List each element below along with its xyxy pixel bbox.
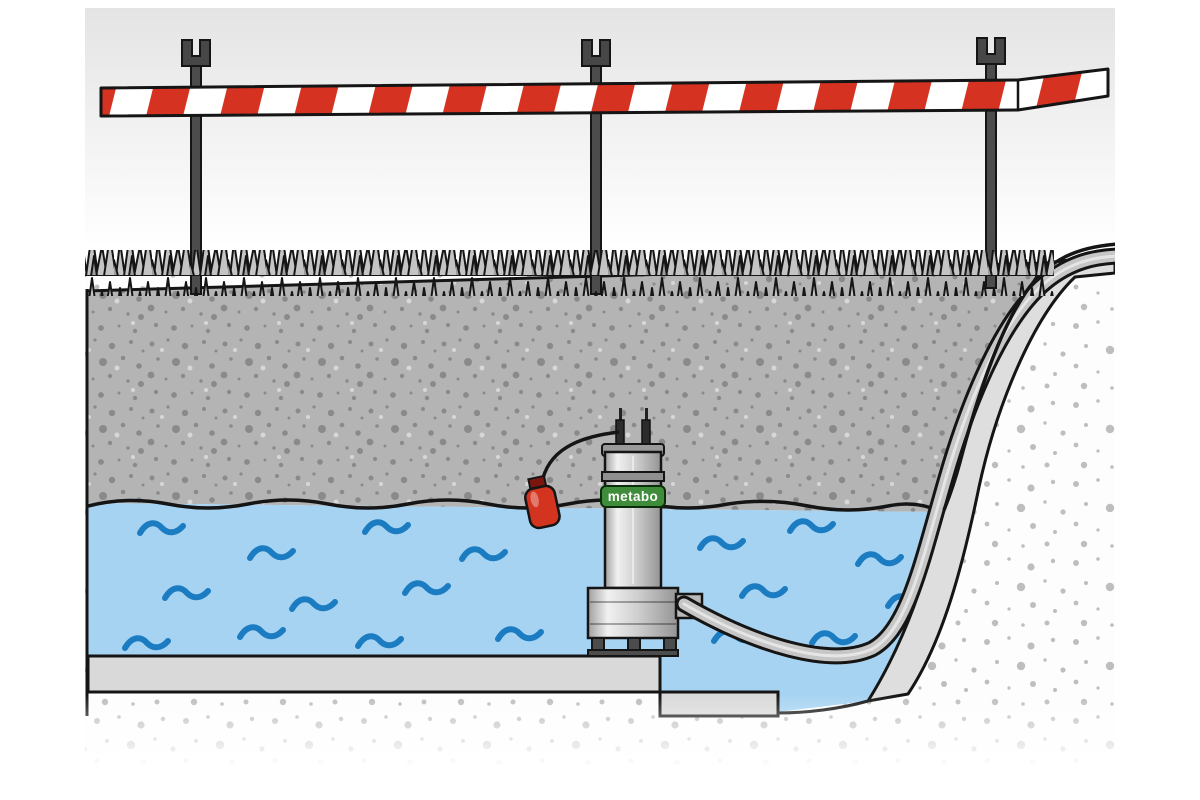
pump-collar (601, 471, 665, 482)
water-surface-line (87, 498, 943, 514)
barrier-tape (99, 67, 1110, 118)
pump-feet (587, 637, 679, 657)
cable-pin (645, 408, 648, 424)
cable-pin (619, 408, 622, 424)
bottom-fade (85, 695, 1115, 766)
post-clamp (976, 37, 1006, 65)
pump-housing (586, 586, 680, 640)
float-highlight (530, 491, 539, 508)
water-pool (88, 503, 942, 712)
concrete-slab (86, 654, 662, 694)
pump-brand-badge (600, 485, 666, 508)
pump-brand-label: metabo (608, 489, 658, 504)
float-switch (524, 474, 561, 530)
float-body (524, 484, 561, 530)
fence-posts (181, 37, 1006, 295)
float-cable (541, 430, 620, 479)
post-clamp (181, 39, 211, 67)
post-clamp (581, 39, 611, 67)
power-cable (942, 242, 1115, 511)
grass-strip (85, 250, 1054, 296)
soil-cross-section (85, 261, 1047, 512)
